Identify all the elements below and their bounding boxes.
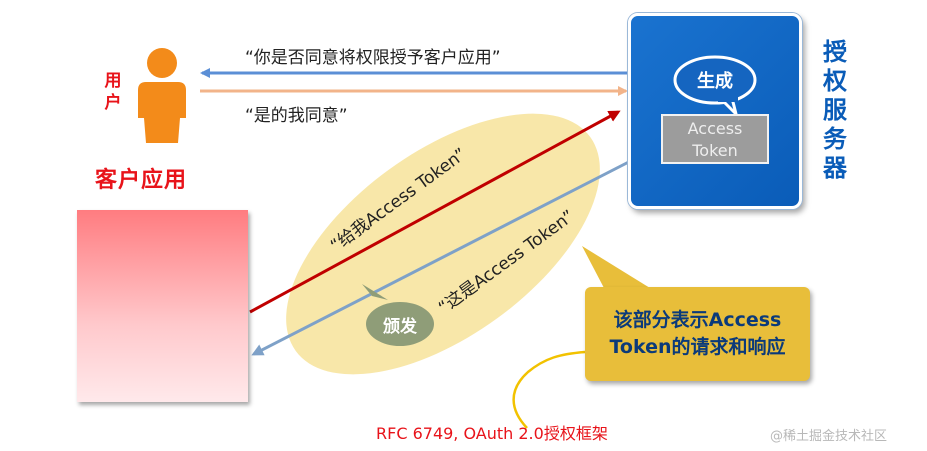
- access-token-document: Access Token: [661, 114, 769, 164]
- user-icon: [138, 48, 186, 143]
- rfc-label: RFC 6749, OAuth 2.0授权框架: [376, 424, 608, 443]
- client-app-box: [77, 210, 248, 402]
- issue-label: 颁发: [383, 317, 417, 337]
- auth-server-box: [628, 13, 802, 209]
- token-callout: 该部分表示Access Token的请求和响应: [585, 287, 810, 381]
- consent-request-text: “你是否同意将权限授予客户应用”: [245, 48, 501, 68]
- token-request-arrow: [249, 110, 621, 314]
- consent-reply-text: “是的我同意”: [245, 106, 348, 126]
- callout-line2: Token的请求和响应: [609, 336, 786, 358]
- highlight-ellipse: [286, 113, 600, 375]
- client-app-title: 客户应用: [95, 168, 188, 193]
- token-doc-line1: Access: [687, 119, 743, 138]
- generate-label: 生成: [697, 71, 733, 92]
- rfc-connector: [512, 350, 586, 429]
- issue-bubble: [362, 284, 434, 346]
- callout-line1: 该部分表示Access: [613, 309, 782, 331]
- token-response-arrow: [251, 146, 657, 356]
- watermark: @稀土掘金技术社区: [770, 429, 888, 444]
- token-doc-line2: Token: [692, 141, 738, 160]
- generate-bubble: [673, 55, 757, 116]
- auth-server-title: 授权服务器: [823, 38, 847, 182]
- user-label: 用户: [104, 71, 122, 113]
- callout-pointer: [582, 246, 650, 288]
